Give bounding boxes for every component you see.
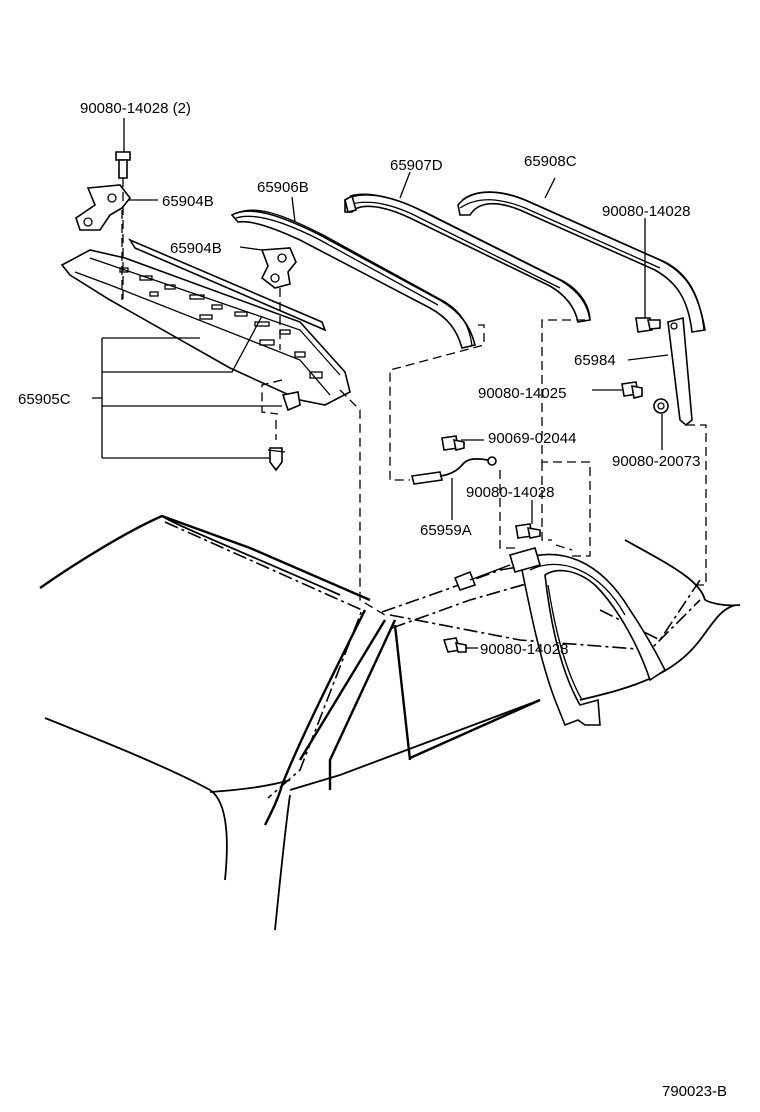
- label-header-panel: 65905C: [18, 391, 71, 408]
- label-hinge-top: 65904B: [162, 193, 214, 210]
- bracket: [667, 316, 693, 427]
- label-bolt-cable2: 90080-14028: [466, 484, 554, 501]
- label-rail-front: 65906B: [257, 179, 309, 196]
- header-panel: [60, 238, 351, 406]
- label-bolt-lower: 90080-14028: [480, 641, 568, 658]
- label-bracket: 65984: [574, 352, 616, 369]
- rear-roof-frame: [453, 547, 667, 727]
- label-rail-mid: 65907D: [390, 157, 443, 174]
- bolt-lower: [442, 637, 467, 653]
- label-bolt-top: 90080-14028 (2): [80, 100, 191, 117]
- bolt-top: [115, 151, 131, 179]
- label-bolt-right: 90080-14028: [602, 203, 690, 220]
- nut-right: [653, 398, 669, 414]
- header-clip: [267, 391, 301, 472]
- hinge-mid: [260, 247, 297, 289]
- roof-rail-front: [230, 209, 476, 349]
- bolt-cable2: [515, 523, 541, 539]
- bolt-cable: [441, 435, 465, 451]
- roof-rail-mid: [344, 193, 591, 323]
- bolt-right: [635, 317, 661, 333]
- assembly-lines: [121, 178, 707, 616]
- label-bolt-right2: 90080-14025: [478, 385, 566, 402]
- bolt-right2: [621, 381, 643, 399]
- leader-lines: [92, 118, 669, 649]
- car-body-outline: [39, 514, 741, 931]
- label-hinge-mid: 65904B: [170, 240, 222, 257]
- figure-code: 790023-B: [662, 1083, 727, 1100]
- ground-cable: [411, 456, 497, 485]
- part-labels: 90080-14028 (2) 65904B 65904B 65906B 659…: [18, 100, 727, 1100]
- label-nut-right: 90080-20073: [612, 453, 700, 470]
- label-cable: 65959A: [420, 522, 472, 539]
- hinge-top: [75, 184, 132, 231]
- label-bolt-cable: 90069-02044: [488, 430, 576, 447]
- roof-rail-rear: [457, 191, 706, 333]
- label-rail-rear: 65908C: [524, 153, 577, 170]
